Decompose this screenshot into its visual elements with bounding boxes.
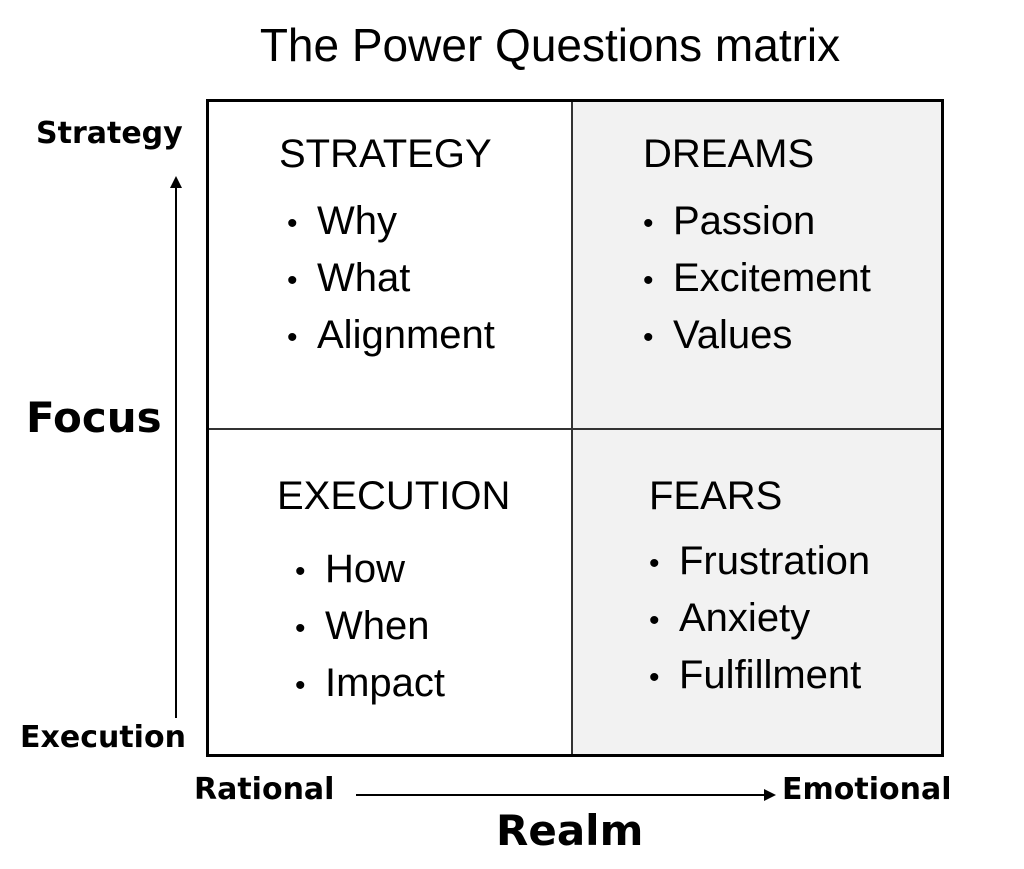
matrix-grid: STRATEGY •Why •What •Alignment DREAMS •P… bbox=[206, 99, 944, 757]
list-item: •Impact bbox=[295, 656, 445, 713]
list-item: •Anxiety bbox=[649, 591, 870, 648]
bullet-icon: • bbox=[287, 320, 298, 354]
list-item: •Passion bbox=[643, 194, 871, 251]
list-item: •Why bbox=[287, 194, 495, 251]
list-item: •When bbox=[295, 599, 445, 656]
quadrant-list: •Passion •Excitement •Values bbox=[643, 194, 871, 365]
y-axis-top-label: Strategy bbox=[36, 116, 183, 151]
quadrant-dreams: DREAMS •Passion •Excitement •Values bbox=[573, 102, 941, 430]
bullet-icon: • bbox=[649, 546, 660, 580]
list-item: •Values bbox=[643, 308, 871, 365]
quadrant-heading: STRATEGY bbox=[279, 132, 492, 176]
quadrant-list: •Frustration •Anxiety •Fulfillment bbox=[649, 534, 870, 705]
bullet-icon: • bbox=[295, 611, 306, 645]
list-item: •Frustration bbox=[649, 534, 870, 591]
x-axis-left-label: Rational bbox=[194, 772, 335, 807]
bullet-icon: • bbox=[649, 603, 660, 637]
quadrant-execution: EXECUTION •How •When •Impact bbox=[209, 430, 573, 754]
bullet-icon: • bbox=[643, 320, 654, 354]
quadrant-list: •Why •What •Alignment bbox=[287, 194, 495, 365]
x-axis-right-label: Emotional bbox=[782, 772, 952, 807]
quadrant-heading: FEARS bbox=[649, 474, 783, 518]
diagram-title: The Power Questions matrix bbox=[259, 19, 841, 71]
y-axis-arrow-icon bbox=[170, 176, 182, 718]
quadrant-heading: DREAMS bbox=[643, 132, 815, 176]
bullet-icon: • bbox=[643, 206, 654, 240]
list-item: •Fulfillment bbox=[649, 648, 870, 705]
list-item: •What bbox=[287, 251, 495, 308]
bullet-icon: • bbox=[287, 206, 298, 240]
bullet-icon: • bbox=[295, 554, 306, 588]
y-axis-title: Focus bbox=[26, 393, 162, 442]
bullet-icon: • bbox=[287, 263, 298, 297]
quadrant-heading: EXECUTION bbox=[277, 474, 511, 518]
x-axis-arrow-icon bbox=[356, 789, 776, 801]
quadrant-list: •How •When •Impact bbox=[295, 542, 445, 713]
x-axis-title: Realm bbox=[496, 806, 644, 855]
list-item: •Alignment bbox=[287, 308, 495, 365]
bullet-icon: • bbox=[649, 660, 660, 694]
quadrant-strategy: STRATEGY •Why •What •Alignment bbox=[209, 102, 573, 430]
bullet-icon: • bbox=[295, 668, 306, 702]
list-item: •How bbox=[295, 542, 445, 599]
quadrant-fears: FEARS •Frustration •Anxiety •Fulfillment bbox=[573, 430, 941, 754]
bullet-icon: • bbox=[643, 263, 654, 297]
y-axis-bottom-label: Execution bbox=[20, 720, 186, 755]
list-item: •Excitement bbox=[643, 251, 871, 308]
